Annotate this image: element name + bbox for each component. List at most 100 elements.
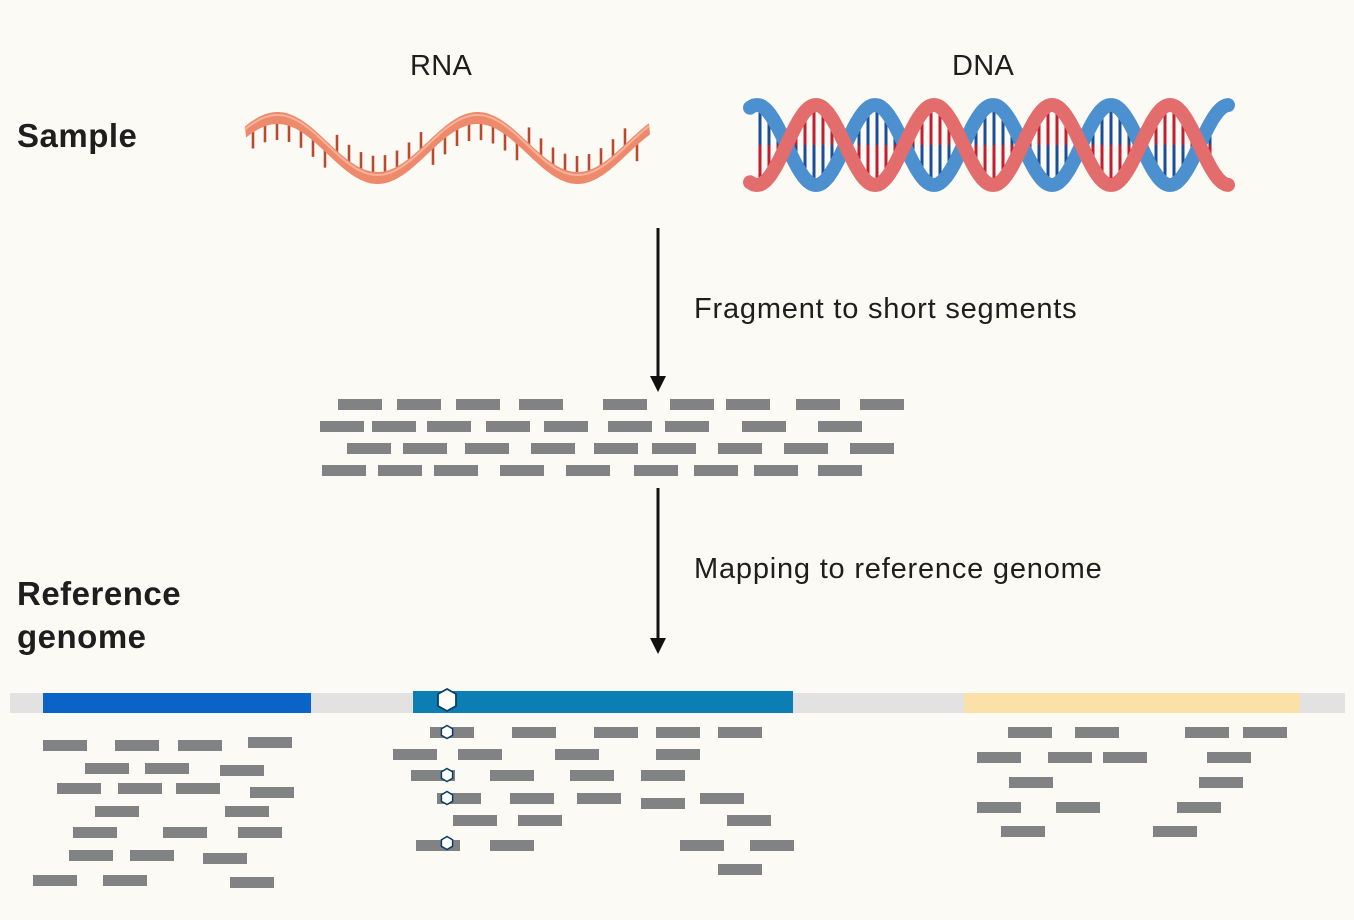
mapped-read <box>977 752 1021 763</box>
mapped-read <box>437 793 481 804</box>
read-segment <box>754 465 798 476</box>
read-segment <box>544 421 588 432</box>
reference-label-line2: genome <box>17 617 147 655</box>
sample-label: Sample <box>17 117 138 154</box>
mapped-read <box>203 853 247 864</box>
mapped-read <box>510 793 554 804</box>
read-segment <box>403 443 447 454</box>
mapped-read <box>115 740 159 751</box>
mapped-read <box>977 802 1021 813</box>
mapped-read <box>718 727 762 738</box>
mapped-read <box>1056 802 1100 813</box>
mapped-read <box>458 749 502 760</box>
mapped-read <box>577 793 621 804</box>
mapped-read <box>57 783 101 794</box>
read-segment <box>594 443 638 454</box>
read-segment <box>818 421 862 432</box>
mapped-read <box>700 793 744 804</box>
variant-markers <box>440 724 454 851</box>
dna-double-helix-icon <box>743 97 1235 193</box>
rna-label: RNA <box>410 50 473 82</box>
read-segment <box>397 399 441 410</box>
read-segment <box>372 421 416 432</box>
mapped-read <box>178 740 222 751</box>
mapped-read <box>641 798 685 809</box>
read-segment <box>634 465 678 476</box>
mapped-read <box>1199 777 1243 788</box>
reference-genome-label: Reference genome <box>17 573 181 659</box>
mapped-read <box>656 727 700 738</box>
mapped-read <box>416 840 460 851</box>
dna-strand-blue <box>743 98 1235 193</box>
gene-2-region <box>413 691 793 713</box>
mapped-read <box>490 840 534 851</box>
read-segment <box>742 421 786 432</box>
variant-hexagon-icon <box>440 767 454 783</box>
down-arrow-icon <box>650 228 666 392</box>
mapped-read <box>656 749 700 760</box>
read-segment <box>427 421 471 432</box>
reference-label-line1: Reference <box>17 575 182 612</box>
dna-strand-red <box>743 97 1235 192</box>
read-segment <box>796 399 840 410</box>
read-segment <box>566 465 610 476</box>
mapped-read <box>250 787 294 798</box>
variant-hexagon-icon <box>437 687 457 713</box>
read-segment <box>726 399 770 410</box>
mapped-read <box>1243 727 1287 738</box>
mapped-read <box>85 763 129 774</box>
read-segment <box>603 399 647 410</box>
mapped-reads <box>33 727 1287 888</box>
mapped-read <box>1103 752 1147 763</box>
mapped-read <box>1207 752 1251 763</box>
rna-strand-icon <box>244 112 650 184</box>
mapped-read <box>718 864 762 875</box>
read-segment <box>456 399 500 410</box>
read-segment <box>665 421 709 432</box>
mapped-read <box>1009 777 1053 788</box>
read-segment <box>608 421 652 432</box>
mapped-read <box>73 827 117 838</box>
read-segment <box>860 399 904 410</box>
read-segment <box>652 443 696 454</box>
mapped-read <box>512 727 556 738</box>
mapped-read <box>103 875 147 886</box>
mapped-read <box>248 737 292 748</box>
read-segment <box>434 465 478 476</box>
read-segment <box>465 443 509 454</box>
mapped-read <box>750 840 794 851</box>
mapped-read <box>69 850 113 861</box>
variant-hexagon-icon <box>440 790 454 806</box>
gene-1-region <box>43 693 311 713</box>
mapped-read <box>680 840 724 851</box>
mapped-read <box>1001 826 1045 837</box>
mapped-read <box>490 770 534 781</box>
mapped-read <box>727 815 771 826</box>
mapped-read <box>1185 727 1229 738</box>
mapped-read <box>1153 826 1197 837</box>
variant-hexagon-icon <box>440 724 454 740</box>
rna-ribbon <box>245 112 650 184</box>
gene-3-region <box>964 693 1300 713</box>
read-segment <box>322 465 366 476</box>
fragmented-reads <box>320 399 904 476</box>
mapped-read <box>176 783 220 794</box>
mapped-read <box>220 765 264 776</box>
read-segment <box>320 421 364 432</box>
mapped-read <box>225 806 269 817</box>
mapped-read <box>238 827 282 838</box>
read-segment <box>378 465 422 476</box>
read-segment <box>718 443 762 454</box>
mapped-read <box>1048 752 1092 763</box>
mapped-read <box>641 770 685 781</box>
reference-genome-track <box>10 687 1345 713</box>
read-segment <box>784 443 828 454</box>
mapped-read <box>230 877 274 888</box>
mapped-read <box>594 727 638 738</box>
read-segment <box>486 421 530 432</box>
mapped-read <box>453 815 497 826</box>
mapped-read <box>43 740 87 751</box>
read-segment <box>531 443 575 454</box>
read-segment <box>519 399 563 410</box>
mapped-read <box>555 749 599 760</box>
